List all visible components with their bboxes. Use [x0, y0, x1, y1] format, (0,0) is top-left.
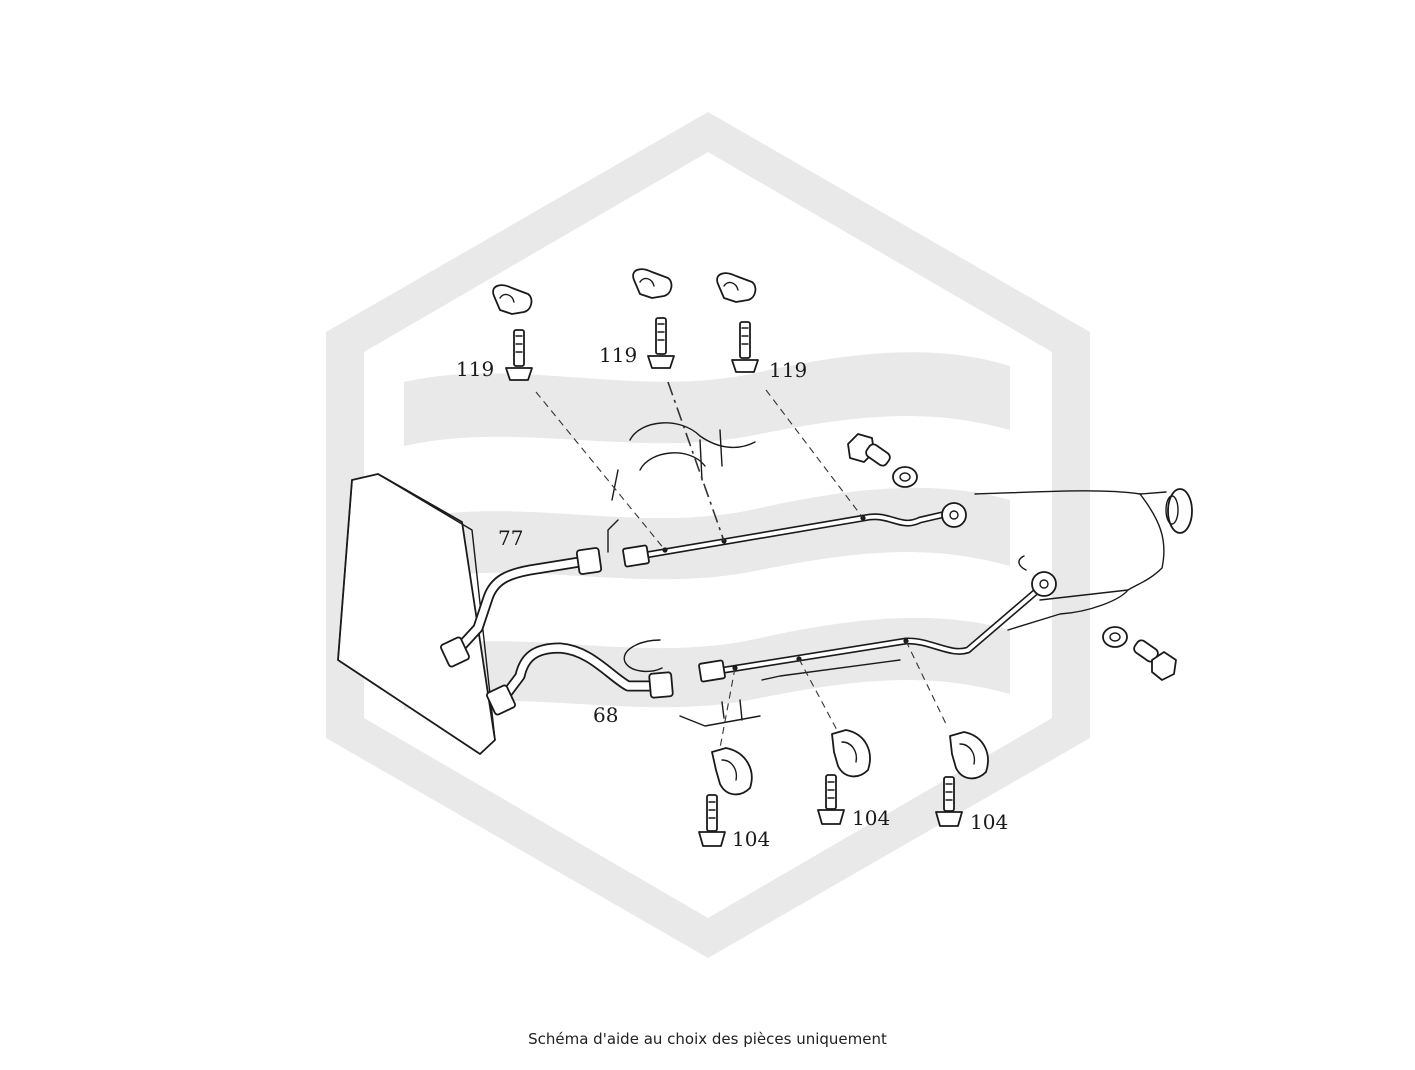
upper-sealing-washer — [892, 466, 918, 488]
upper-banjo-bolt — [847, 433, 891, 467]
lower-sealing-washer — [1102, 626, 1128, 648]
upper-pipe-cooler-nut — [440, 636, 470, 668]
label-119-left: 119 — [456, 357, 494, 381]
gearbox-outline — [607, 422, 1193, 727]
upper-gearbox-line — [622, 502, 967, 568]
disclaimer-caption: Schéma d'aide au choix des pièces unique… — [528, 1030, 887, 1048]
upper-pipe-fitting — [575, 547, 603, 575]
label-77: 77 — [498, 526, 523, 550]
label-104-left: 104 — [732, 827, 770, 851]
lower-clip-middle — [817, 729, 871, 825]
lower-banjo-bolt — [1133, 639, 1177, 681]
upper-line-union — [622, 544, 650, 568]
lower-banjo-eye — [1031, 571, 1057, 597]
upper-banjo-eye — [941, 502, 967, 528]
upper-clip-left — [492, 284, 533, 381]
upper-cooler-pipe — [440, 547, 603, 668]
label-104-right: 104 — [970, 810, 1008, 834]
label-104-middle: 104 — [852, 806, 890, 830]
lower-pipe-fitting — [648, 671, 674, 699]
lower-gearbox-line — [698, 555, 1057, 683]
lower-clip-right — [935, 731, 989, 827]
lower-line-union — [698, 659, 726, 683]
upper-clip-right — [716, 272, 759, 373]
lower-cooler-pipe — [486, 642, 674, 716]
label-68: 68 — [593, 703, 618, 727]
leader-lines — [535, 381, 947, 749]
lower-clip-left — [698, 747, 753, 847]
output-flange — [1167, 488, 1193, 534]
label-119-right: 119 — [769, 358, 807, 382]
upper-clip-middle — [632, 268, 675, 369]
oil-cooler — [337, 473, 496, 755]
label-119-middle: 119 — [599, 343, 637, 367]
lower-pipe-cooler-nut — [486, 684, 516, 716]
